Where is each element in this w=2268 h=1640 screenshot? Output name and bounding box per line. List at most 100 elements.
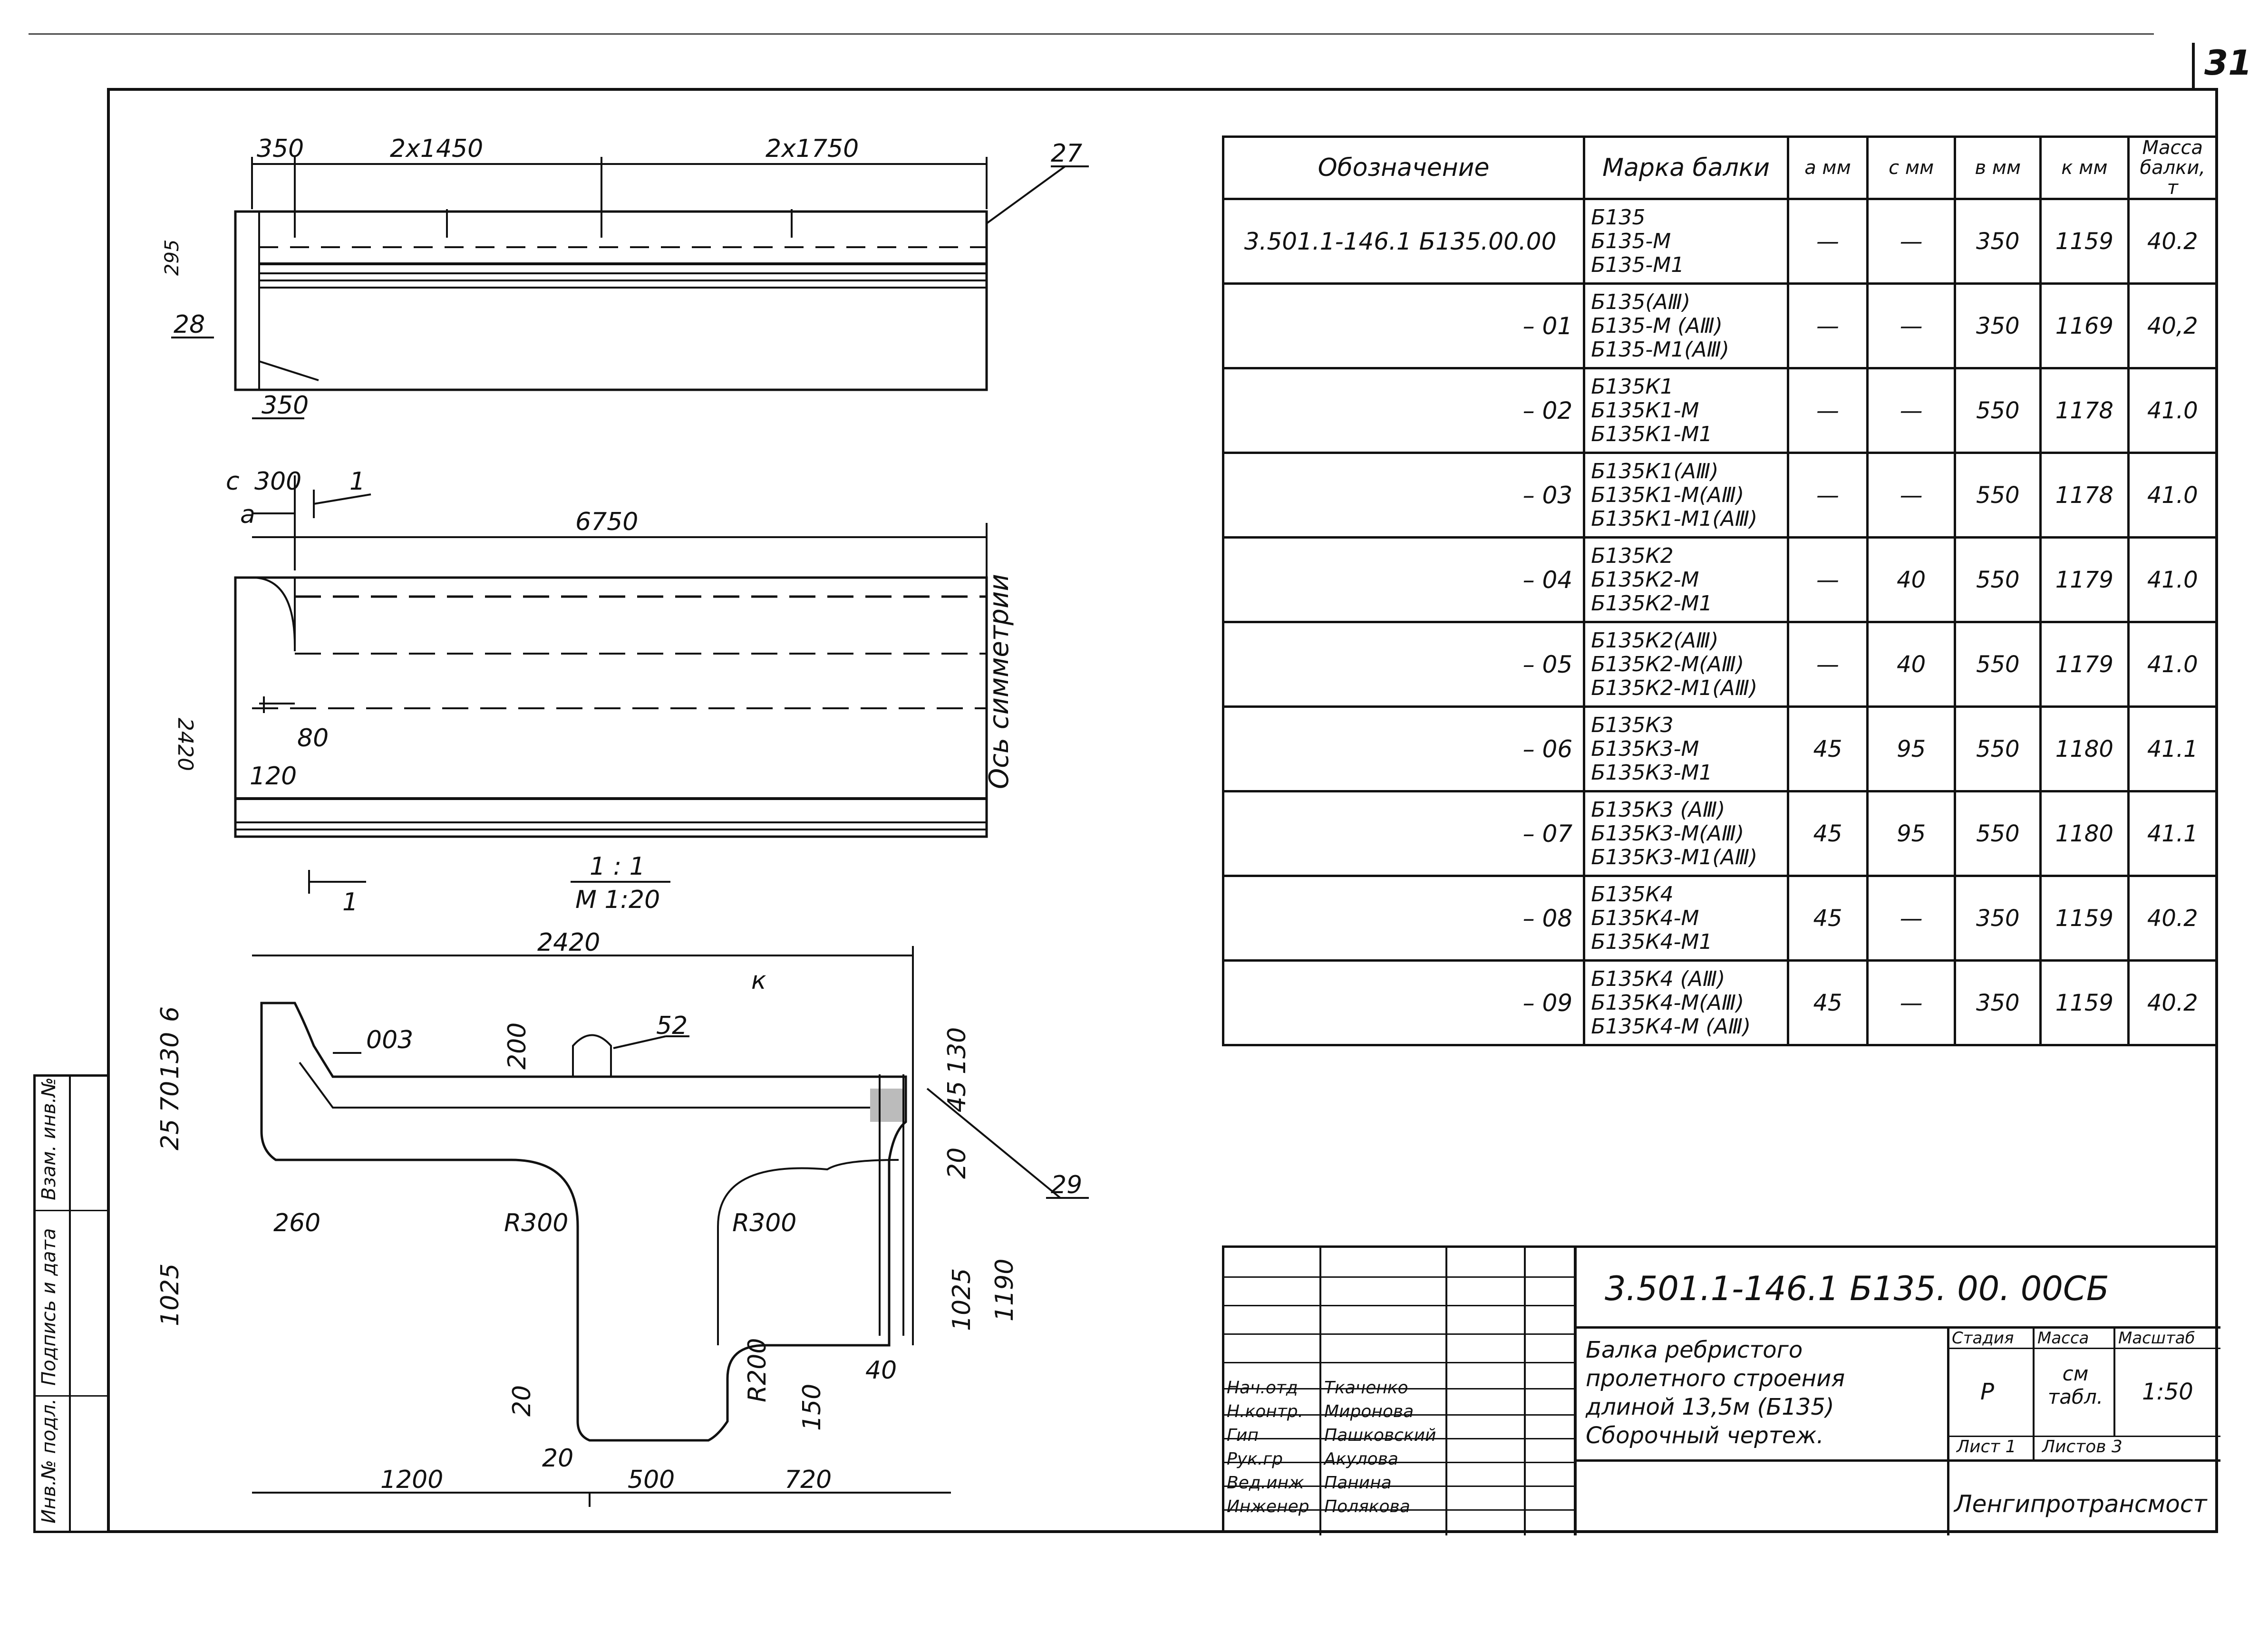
cell-k: 1159 [2039,198,2130,285]
cell-mass: 40.2 [2127,198,2219,285]
dim-sec-1200: 1200 [380,1466,443,1494]
row-designation: – 01 [1221,282,1586,369]
cell-a: — [1786,282,1869,369]
cell-mass: 41.0 [2127,452,2219,539]
header-c: с мм [1866,135,1957,200]
dim-sec-k: к [751,966,766,995]
cell-b: 350 [1954,198,2042,285]
dim-sec-003: 003 [366,1026,413,1054]
dim-top-2x1750: 2x1750 [766,135,859,163]
dim-sec-45: 45 [943,1081,971,1112]
header-designation: Обозначение [1221,135,1586,200]
cell-a: — [1786,621,1869,708]
cell-k: 1169 [2039,282,2130,369]
mark-line: Б135К4 (АⅢ) [1591,966,1725,991]
cell-k: 1178 [2039,367,2130,454]
dim-sec-260: 260 [273,1209,320,1237]
dim-side-120: 120 [250,762,297,791]
cell-c: — [1866,452,1957,539]
row-marks: Б135К2(АⅢ) Б135К2-М(АⅢ) Б135К2-М1(АⅢ) [1583,621,1789,708]
mark-line: Б135К3-М1(АⅢ) [1591,845,1758,869]
mark-line: Б135К3-М [1591,736,1699,761]
row-designation: – 06 [1221,705,1586,792]
dim-sec-500: 500 [628,1466,675,1494]
cell-a: — [1786,452,1869,539]
mark-line: Б135К1 [1591,374,1674,399]
header-mark: Марка балки [1583,135,1789,200]
dim-side-c: c [226,467,240,496]
row-marks: Б135К4 Б135К4-М Б135К4-М1 [1583,875,1789,962]
cell-a: 45 [1786,790,1869,877]
role: Нач.отд [1227,1378,1298,1398]
cell-b: 350 [1954,282,2042,369]
dim-sec-70: 70 [156,1081,184,1112]
header-mass: Масса балки, т [2127,135,2219,200]
cell-k: 1159 [2039,875,2130,962]
mark-line: Б135К2 [1591,543,1674,568]
mark-line: Б135К4-М1 [1591,929,1713,954]
dim-sec-25: 25 [156,1119,184,1150]
table-row: 3.501.1-146.1 Б135.00.00 Б135 Б135-М Б13… [1221,198,2219,285]
cell-mass: 41.1 [2127,790,2219,877]
mass-label: Масса [2037,1329,2089,1348]
title-line: длиной 13,5м (Б135) [1586,1394,1834,1420]
margin-stamp: Инв.№ подл. Подпись и дата Взам. инв.№ [33,1074,107,1533]
role: Гип [1227,1426,1259,1445]
people-roles: Нач.отд Н.контр. Гип Рук.гр Вед.инж Инже… [1227,1376,1309,1519]
row-designation: – 08 [1221,875,1586,962]
name: Миронова [1324,1402,1414,1421]
dim-sec-150: 150 [798,1384,826,1431]
cell-b: 350 [1954,875,2042,962]
mark-line: Б135К1-М(АⅢ) [1591,482,1745,507]
dim-top-350-bottom: 350 [262,391,309,420]
dim-top-295: 295 [161,240,183,276]
cell-k: 1180 [2039,705,2130,792]
mark-line: Б135 [1591,205,1646,230]
mark-line: Б135К1-М1 [1591,422,1713,446]
row-marks: Б135 Б135-М Б135-М1 [1583,198,1789,285]
header-k: к мм [2039,135,2130,200]
cell-mass: 40.2 [2127,875,2219,962]
cell-a: — [1786,536,1869,623]
cell-c: — [1866,875,1957,962]
spec-table: Обозначение Марка балки а мм с мм в мм к… [1221,135,2219,1046]
mark-line: Б135-М [1591,229,1671,253]
dim-sec-20-right: 20 [943,1148,971,1179]
cell-a: — [1786,198,1869,285]
dim-sec-200: 200 [503,1023,532,1070]
row-designation: – 07 [1221,790,1586,877]
dim-sec-1190: 1190 [990,1259,1019,1322]
dim-sec-r300-left: R300 [504,1209,568,1237]
row-designation: – 04 [1221,536,1586,623]
row-marks: Б135К4 (АⅢ) Б135К4-М(АⅢ) Б135К4-М (АⅢ) [1583,959,1789,1046]
cell-b: 550 [1954,705,2042,792]
symmetry-axis-label: Ось симметрии [984,574,1015,789]
cell-k: 1178 [2039,452,2130,539]
cell-a: — [1786,367,1869,454]
cell-k: 1180 [2039,790,2130,877]
section-mark-bottom: 1 [342,888,358,916]
mark-line: Б135К4-М (АⅢ) [1591,1014,1751,1039]
table-row: – 02 Б135К1 Б135К1-М Б135К1-М1 — — 550 1… [1221,367,2219,454]
mark-line: Б135К3-М1 [1591,760,1713,785]
cell-b: 550 [1954,790,2042,877]
table-row: – 01 Б135(АⅢ) Б135-М (АⅢ) Б135-М1(АⅢ) — … [1221,282,2219,369]
people-names: Ткаченко Миронова Пашковский Акулова Пан… [1324,1376,1436,1519]
title-block: Нач.отд Н.контр. Гип Рук.гр Вед.инж Инже… [1222,1245,2220,1535]
mark-line: Б135-М (АⅢ) [1591,313,1723,338]
mark-line: Б135К4 [1591,882,1674,907]
row-marks: Б135(АⅢ) Б135-М (АⅢ) Б135-М1(АⅢ) [1583,282,1789,369]
dim-sec-20-a: 20 [508,1385,536,1417]
cell-b: 550 [1954,367,2042,454]
name: Панина [1324,1473,1392,1493]
role: Рук.гр [1227,1449,1283,1469]
cross-section-outline [260,1002,907,1442]
dim-sec-2420: 2420 [537,928,600,957]
cell-b: 550 [1954,452,2042,539]
name: Ткаченко [1324,1378,1408,1398]
scale-m: М 1:20 [575,886,660,914]
cell-c: 40 [1866,621,1957,708]
cell-k: 1179 [2039,536,2130,623]
dim-sec-1025-right: 1025 [948,1268,976,1331]
